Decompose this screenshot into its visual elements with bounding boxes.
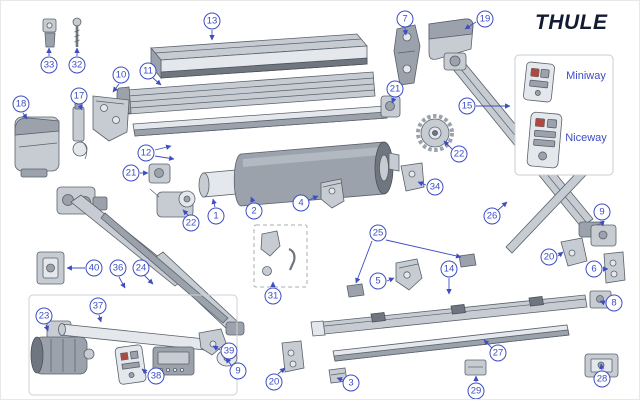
callout-8: 8 — [605, 294, 623, 312]
callout-37: 37 — [89, 297, 107, 315]
fixation-bracket — [42, 18, 57, 48]
callout-21: 21 — [122, 164, 140, 182]
callout-10: 10 — [112, 66, 130, 84]
callout-6: 6 — [585, 260, 603, 278]
callout-34: 34 — [426, 178, 444, 196]
fabric-roll — [233, 141, 400, 207]
callout-20: 20 — [540, 248, 558, 266]
rail-clip-a — [346, 283, 365, 298]
callout-33: 33 — [40, 56, 58, 74]
support-bracket — [92, 95, 130, 142]
bracket-4 — [320, 178, 345, 209]
callout-39: 39 — [220, 342, 238, 360]
arm-head-bracket — [393, 24, 421, 86]
motor-kit-frame — [28, 294, 238, 396]
callout-31: 31 — [264, 287, 282, 305]
callout-11: 11 — [139, 62, 157, 80]
arm-cover-cap — [428, 18, 474, 60]
callout-7: 7 — [396, 10, 414, 28]
niceway-label: Niceway — [565, 132, 607, 144]
miniway-remote — [523, 61, 555, 103]
callout-9: 9 — [229, 362, 247, 380]
callout-12: 12 — [137, 144, 155, 162]
callout-17: 17 — [70, 87, 88, 105]
rail-clip-b — [458, 253, 477, 268]
callout-9: 9 — [593, 203, 611, 221]
callout-24: 24 — [132, 259, 150, 277]
callout-22: 22 — [450, 145, 468, 163]
clip-29 — [464, 359, 487, 376]
callout-2: 2 — [245, 202, 263, 220]
callout-1: 1 — [207, 207, 225, 225]
callout-29: 29 — [467, 382, 485, 399]
remote-control — [114, 344, 147, 385]
thule-logo: THULE — [535, 11, 608, 34]
cassette-front-profile — [116, 71, 376, 115]
control-unit — [152, 346, 195, 376]
bracket-6 — [603, 251, 626, 284]
callout-18: 18 — [12, 95, 30, 113]
callout-15: 15 — [458, 97, 476, 115]
callout-22: 22 — [182, 214, 200, 232]
gear-wheel — [416, 114, 454, 152]
hardware-kit-box — [253, 224, 308, 288]
callout-19: 19 — [476, 10, 494, 28]
callout-25: 25 — [369, 224, 387, 242]
bracket-20-right — [560, 237, 588, 267]
lead-rail-assembly — [310, 294, 588, 362]
callout-28: 28 — [593, 370, 611, 388]
leader-lines — [22, 21, 609, 383]
callout-4: 4 — [292, 194, 310, 212]
callout-14: 14 — [440, 260, 458, 278]
callout-32: 32 — [68, 56, 86, 74]
callout-13: 13 — [203, 12, 221, 30]
bracket-9-right — [590, 224, 617, 247]
callout-3: 3 — [342, 374, 360, 392]
end-cap-left — [14, 116, 60, 178]
niceway-remote — [526, 111, 563, 169]
idler-bracket-left — [148, 163, 171, 184]
spring-arm-left — [56, 186, 245, 336]
callout-26: 26 — [483, 207, 501, 225]
callout-38: 38 — [147, 367, 165, 385]
callout-27: 27 — [489, 344, 507, 362]
callout-21: 21 — [386, 80, 404, 98]
callout-5: 5 — [369, 272, 387, 290]
bracket-20-left — [281, 340, 305, 373]
mounting-plate — [36, 251, 65, 285]
miniway-label: Miniway — [566, 70, 606, 82]
callout-40: 40 — [85, 259, 103, 277]
cassette-top-cover — [150, 33, 368, 80]
callout-23: 23 — [35, 307, 53, 325]
cassette-lead-rail — [132, 105, 388, 137]
fixation-screw — [72, 17, 82, 47]
bracket-5 — [395, 258, 423, 291]
callout-36: 36 — [109, 259, 127, 277]
callout-20: 20 — [265, 373, 283, 391]
